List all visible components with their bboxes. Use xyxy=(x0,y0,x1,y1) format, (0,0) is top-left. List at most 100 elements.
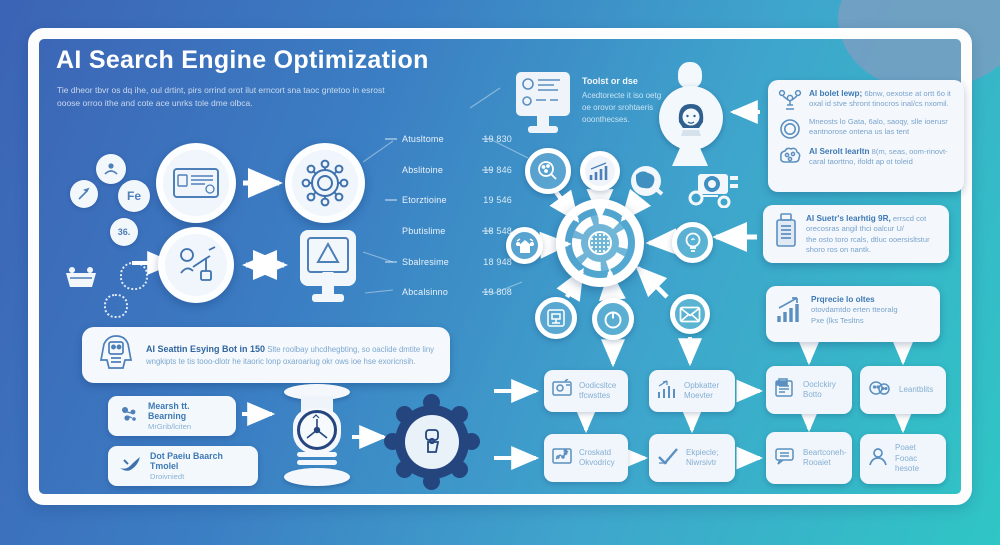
left-box-subtitle: MrGrib/lciten xyxy=(148,422,192,431)
scatter-image-icon: 2 xyxy=(551,446,573,471)
metric-row: Abslitoine 19 846 xyxy=(402,165,512,175)
machine-learning-box: Mearsh tt. Bearning MrGrib/lciten xyxy=(108,396,236,436)
puzzle-gear-icon xyxy=(118,403,140,430)
data-search-model-box: Dot Paeiu Baarch Tmolel Droivniedt xyxy=(108,446,258,486)
metric-row: Abcalsinno 19 808 xyxy=(402,287,512,297)
central-hub-core xyxy=(588,231,612,255)
envelope-circle xyxy=(670,294,710,334)
feature-item: AI Serolt learltn 8(m, seas, oom-rinovt-… xyxy=(778,146,954,168)
feature-title: AI bolet lewp; xyxy=(809,89,863,98)
chat-bubble-icon xyxy=(773,446,797,471)
lightbulb-circle xyxy=(672,222,713,263)
flow-box-check: Ekpiecle;Niwrsivtr xyxy=(649,434,735,482)
basket-icon xyxy=(62,265,100,296)
avatar-pedestal xyxy=(672,148,708,166)
growth-chart-icon xyxy=(776,294,804,324)
subtitle-line-1: Tie dheor tbvr os dq ihe, oul drtint, pi… xyxy=(57,85,385,95)
toolbox-line: Acedtorecte it iso oetg xyxy=(582,91,662,100)
power-button-circle xyxy=(592,298,634,340)
brain-icon xyxy=(778,146,802,168)
checkmark-icon xyxy=(656,446,680,471)
person-chart-icon xyxy=(96,154,126,184)
document-robot-icon xyxy=(96,334,136,377)
gauge-dial-icon xyxy=(297,410,337,450)
toolbox-heading: Toolst or dse xyxy=(582,76,638,86)
module-diagram-circle xyxy=(535,297,577,339)
feature-text: AI Suetr's learhtig 9R, errscd cot oreco… xyxy=(806,214,930,254)
metric-label: Pbutislime xyxy=(402,226,446,236)
seo-box-text: AI Seattin Esying Bot in 150 Slte roolba… xyxy=(146,343,435,366)
gears-machine-icon xyxy=(684,166,740,213)
metric-label: Etorztioine xyxy=(402,195,447,205)
metric-value: 19 830 xyxy=(483,134,512,144)
toolbox-line: oe orovor srohtaeris xyxy=(582,103,654,112)
gauge-pedestal-machine xyxy=(284,384,350,492)
screen-icon xyxy=(551,377,573,404)
seo-box-title: AI Seattin Esying Bot in 150 xyxy=(146,343,266,354)
toolbox-line: ooonthecses. xyxy=(582,115,630,124)
feature-title: AI Serolt learltn xyxy=(809,147,870,156)
person-gear-badge xyxy=(384,394,480,490)
network-person-icon xyxy=(778,88,802,112)
flowchart-person-circle xyxy=(158,227,234,303)
metric-value: 18 548 xyxy=(483,226,512,236)
left-box-title: Dot Paeiu Baarch Tmolel xyxy=(150,451,223,471)
seo-bot-box: AI Seattin Esying Bot in 150 Slte roolba… xyxy=(82,327,450,383)
feature-text: Prqrecie lo oltes otovdamtdo erten tteor… xyxy=(811,295,898,325)
rocket-icon xyxy=(70,180,98,208)
number-badge-icon: 36. xyxy=(110,218,138,246)
search-analysis-circle xyxy=(525,148,571,194)
metric-value: 19 846 xyxy=(483,165,512,175)
metric-label: Abcalsinno xyxy=(402,287,449,297)
feature-item: Mneosts lo Gata, 6alo, saoqy, slle ioeru… xyxy=(778,117,954,141)
metric-value: 18 948 xyxy=(483,257,512,267)
feature-text: AI Serolt learltn 8(m, seas, oom-rinovt-… xyxy=(809,147,948,167)
gear-outline-icon xyxy=(104,294,128,318)
id-card-circle xyxy=(156,143,236,223)
monitor-code-icon xyxy=(514,70,572,145)
svg-text:2: 2 xyxy=(564,450,567,456)
user-icon xyxy=(867,446,889,473)
metric-row: Atusltome 19 830 xyxy=(402,134,512,144)
metric-row: Pbutislime 18 548 xyxy=(402,226,512,236)
feature-item: AI bolet lewp; 6bnw, oexotse at ortt 6o … xyxy=(778,88,954,112)
feature-title: Prqrecie lo oltes xyxy=(811,295,875,304)
globe-icon xyxy=(628,163,666,206)
ai-learning-box: AI Suetr's learhtig 9R, errscd cot oreco… xyxy=(763,205,949,263)
metric-value: 19 546 xyxy=(483,195,512,205)
flow-box-report: Beartconeh-Rooaiet xyxy=(766,432,852,484)
woman-avatar-icon xyxy=(659,86,723,150)
page-subtitle: Tie dheor tbvr os dq ihe, oul drtint, pi… xyxy=(57,84,487,110)
avatar-head-shape xyxy=(678,62,702,88)
lens-circle-icon xyxy=(778,117,802,141)
device-document-icon xyxy=(773,213,799,251)
folder-document-icon xyxy=(773,377,797,404)
gear-outline-icon xyxy=(120,262,148,290)
left-box-subtitle: Droivniedt xyxy=(150,472,185,481)
chat-faces-icon xyxy=(867,378,893,403)
predictive-tests-box: Prqrecie lo oltes otovdamtdo erten tteor… xyxy=(766,286,940,342)
metric-value: 19 808 xyxy=(483,287,512,297)
metric-label: Abslitoine xyxy=(402,165,444,175)
subtitle-line-2: ooose orroo ithe and cote ace unrks tole… xyxy=(57,98,253,109)
metric-row: Etorztioine 19 546 xyxy=(402,195,512,205)
flow-box-learnability: Leantblits xyxy=(860,366,946,414)
page-title: AI Search Engine Optimization xyxy=(56,46,429,74)
bars-growth-icon xyxy=(656,379,678,404)
fe-symbol-icon: Fe xyxy=(118,180,150,212)
wheel-gear-circle xyxy=(285,143,365,223)
feature-text: AI bolet lewp; 6bnw, oexotse at ortt 6o … xyxy=(809,89,951,109)
white-frame xyxy=(28,28,972,505)
metric-label: Atusltome xyxy=(402,134,444,144)
monitor-alert-icon xyxy=(292,228,364,311)
feature-title: AI Suetr's learhtig 9R, xyxy=(806,214,891,223)
left-box-title: Mearsh tt. Bearning xyxy=(148,401,190,421)
home-people-circle xyxy=(506,227,543,264)
